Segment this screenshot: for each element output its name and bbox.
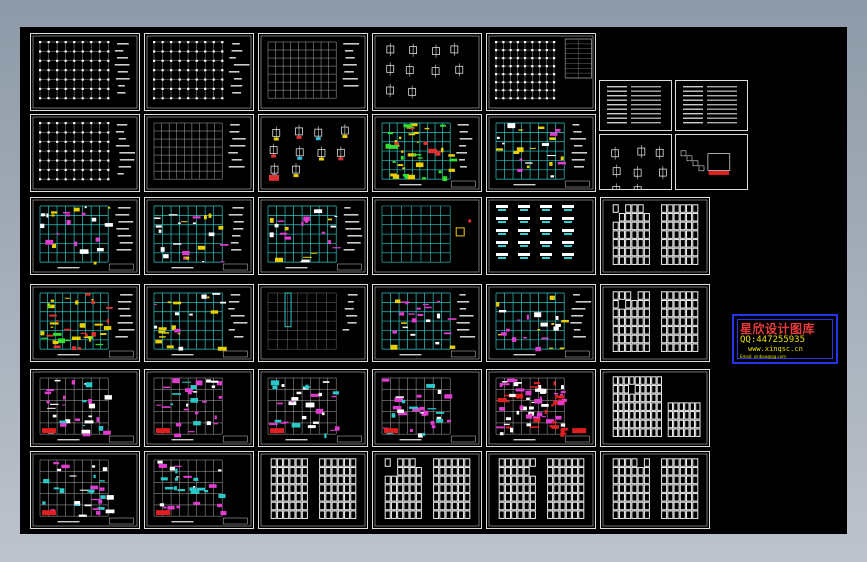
drawing-sheet-thumbnail[interactable] bbox=[144, 451, 254, 529]
drawing-sheet-thumbnail[interactable] bbox=[675, 134, 748, 190]
drawing-sheet-thumbnail[interactable] bbox=[600, 451, 710, 529]
drawing-sheet-thumbnail[interactable] bbox=[30, 451, 140, 529]
drawing-sheet-thumbnail[interactable] bbox=[486, 114, 596, 192]
drawing-sheet-thumbnail[interactable] bbox=[30, 197, 140, 275]
drawing-sheet-thumbnail[interactable] bbox=[258, 33, 368, 111]
drawing-sheet-thumbnail[interactable] bbox=[258, 284, 368, 362]
drawing-sheet-thumbnail[interactable] bbox=[258, 114, 368, 192]
drawing-sheet-thumbnail[interactable] bbox=[144, 284, 254, 362]
drawing-sheets bbox=[20, 27, 847, 534]
drawing-sheet-thumbnail[interactable] bbox=[599, 80, 672, 131]
drawing-sheet-thumbnail[interactable] bbox=[144, 369, 254, 447]
drawing-sheet-thumbnail[interactable] bbox=[144, 114, 254, 192]
watermark-title: 星欣设计图库 bbox=[740, 322, 816, 336]
drawing-sheet-thumbnail[interactable] bbox=[486, 33, 596, 111]
drawing-sheet-thumbnail[interactable] bbox=[486, 451, 596, 529]
drawing-sheet-thumbnail[interactable] bbox=[600, 197, 710, 275]
drawing-sheet-thumbnail[interactable] bbox=[599, 134, 672, 190]
drawing-sheet-thumbnail[interactable] bbox=[258, 369, 368, 447]
drawing-sheet-thumbnail[interactable] bbox=[372, 284, 482, 362]
drawing-sheet-thumbnail[interactable] bbox=[30, 114, 140, 192]
drawing-sheet-thumbnail[interactable] bbox=[372, 451, 482, 529]
drawing-sheet-thumbnail[interactable] bbox=[675, 80, 748, 131]
drawing-sheet-thumbnail[interactable] bbox=[30, 369, 140, 447]
drawing-sheet-thumbnail[interactable] bbox=[600, 369, 710, 447]
drawing-sheet-thumbnail[interactable] bbox=[486, 284, 596, 362]
watermark-frame bbox=[737, 319, 833, 359]
drawing-sheet-thumbnail[interactable] bbox=[372, 33, 482, 111]
drawing-sheet-thumbnail[interactable] bbox=[144, 197, 254, 275]
watermark-email: Email: xinbao@qq.com bbox=[740, 354, 787, 359]
drawing-sheet-thumbnail[interactable] bbox=[372, 197, 482, 275]
watermark-stamp: 星欣设计图库 QQ:447255935 www.xinqsc.cn Email:… bbox=[732, 314, 838, 364]
drawing-canvas[interactable]: 星欣设计图库 QQ:447255935 www.xinqsc.cn Email:… bbox=[20, 27, 847, 534]
drawing-sheet-thumbnail[interactable] bbox=[30, 33, 140, 111]
drawing-sheet-thumbnail[interactable] bbox=[486, 197, 596, 275]
drawing-sheet-thumbnail[interactable] bbox=[258, 451, 368, 529]
watermark-url: www.xinqsc.cn bbox=[748, 345, 803, 353]
drawing-sheet-thumbnail[interactable] bbox=[144, 33, 254, 111]
drawing-sheet-thumbnail[interactable] bbox=[600, 284, 710, 362]
drawing-sheet-thumbnail[interactable] bbox=[30, 284, 140, 362]
drawing-sheet-thumbnail[interactable] bbox=[486, 369, 596, 447]
watermark-qq: QQ:447255935 bbox=[740, 335, 806, 345]
drawing-sheet-thumbnail[interactable] bbox=[372, 114, 482, 192]
drawing-sheet-thumbnail[interactable] bbox=[258, 197, 368, 275]
drawing-sheet-thumbnail[interactable] bbox=[372, 369, 482, 447]
